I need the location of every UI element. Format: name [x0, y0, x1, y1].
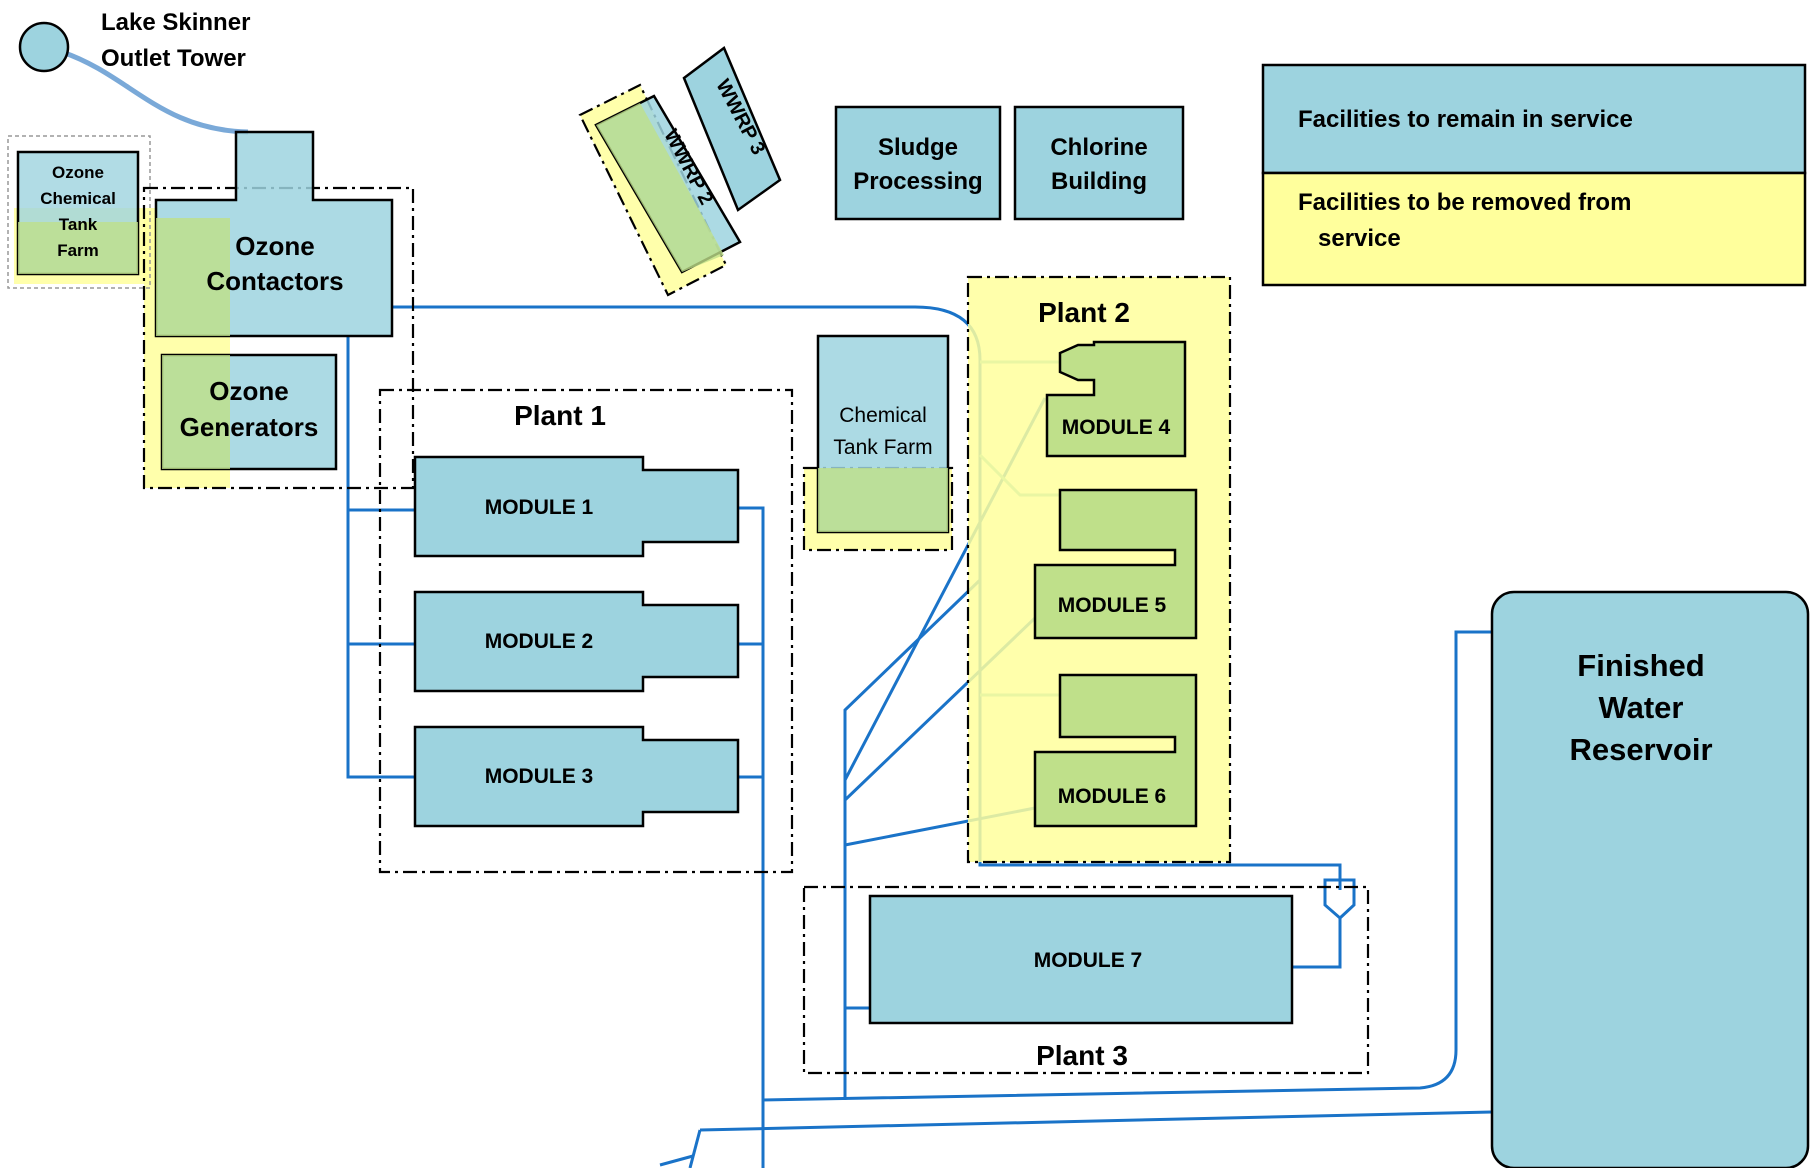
- lake-skinner-label-1: Lake Skinner: [101, 9, 250, 36]
- module-3: [413, 725, 740, 828]
- legend-remain-box: [1261, 63, 1807, 175]
- pipe-plant3-trunk: [843, 578, 982, 1100]
- module-4: [1045, 340, 1187, 458]
- ozone-generators-label-1: Ozone: [209, 376, 288, 406]
- legend-remain-label: Facilities to remain in service: [1298, 106, 1633, 133]
- legend: Facilities to remain in service Faciliti…: [1261, 63, 1807, 287]
- pipe-stub-b: [688, 1129, 702, 1168]
- legend-remove-box: [1261, 171, 1807, 287]
- boundary-wwrp2: [578, 83, 728, 297]
- chem-tank-label-2: Tank Farm: [833, 436, 932, 459]
- lake-skinner-outlet-tower: [18, 21, 70, 73]
- legend-remove-label-2: service: [1318, 225, 1401, 252]
- finished-water-reservoir: [1490, 590, 1810, 1168]
- outlet-pipe: [61, 49, 249, 135]
- ozone-contactors-label-1: Ozone: [235, 231, 314, 261]
- tint-contactors: [156, 218, 230, 336]
- legend-remove-label-1: Facilities to be removed from: [1298, 189, 1631, 216]
- pipe-plant1-trunk: [346, 335, 415, 779]
- pipe-network: [61, 49, 1493, 1168]
- reservoir-label-1: Finished: [1577, 648, 1704, 683]
- module4-label: MODULE 4: [1062, 416, 1171, 439]
- plant2-label: Plant 2: [1038, 297, 1130, 328]
- tint-chem-tank: [818, 468, 948, 532]
- boundary-ozone: [142, 186, 415, 490]
- module7-label: MODULE 7: [1034, 949, 1143, 972]
- ozone-chem-label-1: Ozone: [52, 163, 104, 182]
- ozone-chem-label-3: Tank: [59, 215, 98, 234]
- sludge-label-1: Sludge: [878, 134, 958, 161]
- pipe-plant1-outlet: [738, 506, 1492, 1102]
- chlorine-label-2: Building: [1051, 168, 1147, 195]
- plant3-label: Plant 3: [1036, 1040, 1128, 1071]
- overlap-tints: [18, 103, 948, 532]
- ozone-chem-label-2: Chemical: [40, 189, 116, 208]
- plant1-label: Plant 1: [514, 400, 606, 431]
- reservoir-label-2: Water: [1599, 690, 1684, 725]
- tint-wwrp2: [596, 103, 724, 272]
- chlorine-label-1: Chlorine: [1050, 134, 1147, 161]
- pipe-stub-c: [659, 1154, 694, 1167]
- chlorine-building: [1013, 105, 1185, 221]
- chem-tank-label-1: Chemical: [839, 404, 927, 427]
- module-2: [413, 590, 740, 693]
- boundary-plant1: [378, 388, 794, 874]
- module3-label: MODULE 3: [485, 765, 594, 788]
- tint-generators: [162, 355, 230, 469]
- lake-skinner-label-2: Outlet Tower: [101, 45, 246, 72]
- module6-label: MODULE 6: [1058, 785, 1167, 808]
- ozone-chem-label-4: Farm: [57, 241, 99, 260]
- tint-ozone-chem: [18, 222, 138, 274]
- ozone-generators-label-2: Generators: [180, 412, 319, 442]
- module1-label: MODULE 1: [485, 496, 594, 519]
- module5-label: MODULE 5: [1058, 594, 1167, 617]
- boundary-ozone-chem: [7, 135, 151, 289]
- sludge-label-2: Processing: [853, 168, 982, 195]
- ozone-contactors-label-2: Contactors: [206, 266, 343, 296]
- module-7: [868, 894, 1294, 1025]
- module-6: [1033, 673, 1198, 828]
- boundary-plant2: [966, 275, 1232, 864]
- pipe-module7-outlet: [1292, 878, 1356, 969]
- reservoir-label-3: Reservoir: [1569, 732, 1712, 767]
- sludge-processing: [834, 105, 1002, 221]
- module-1: [413, 455, 740, 558]
- module-5: [1033, 488, 1198, 640]
- wwrp3: [682, 46, 782, 212]
- module2-label: MODULE 2: [485, 630, 594, 653]
- group-boundaries: [7, 83, 1370, 1075]
- boundary-plant3: [802, 885, 1370, 1075]
- pipe-reservoir-bottom: [699, 1110, 1493, 1132]
